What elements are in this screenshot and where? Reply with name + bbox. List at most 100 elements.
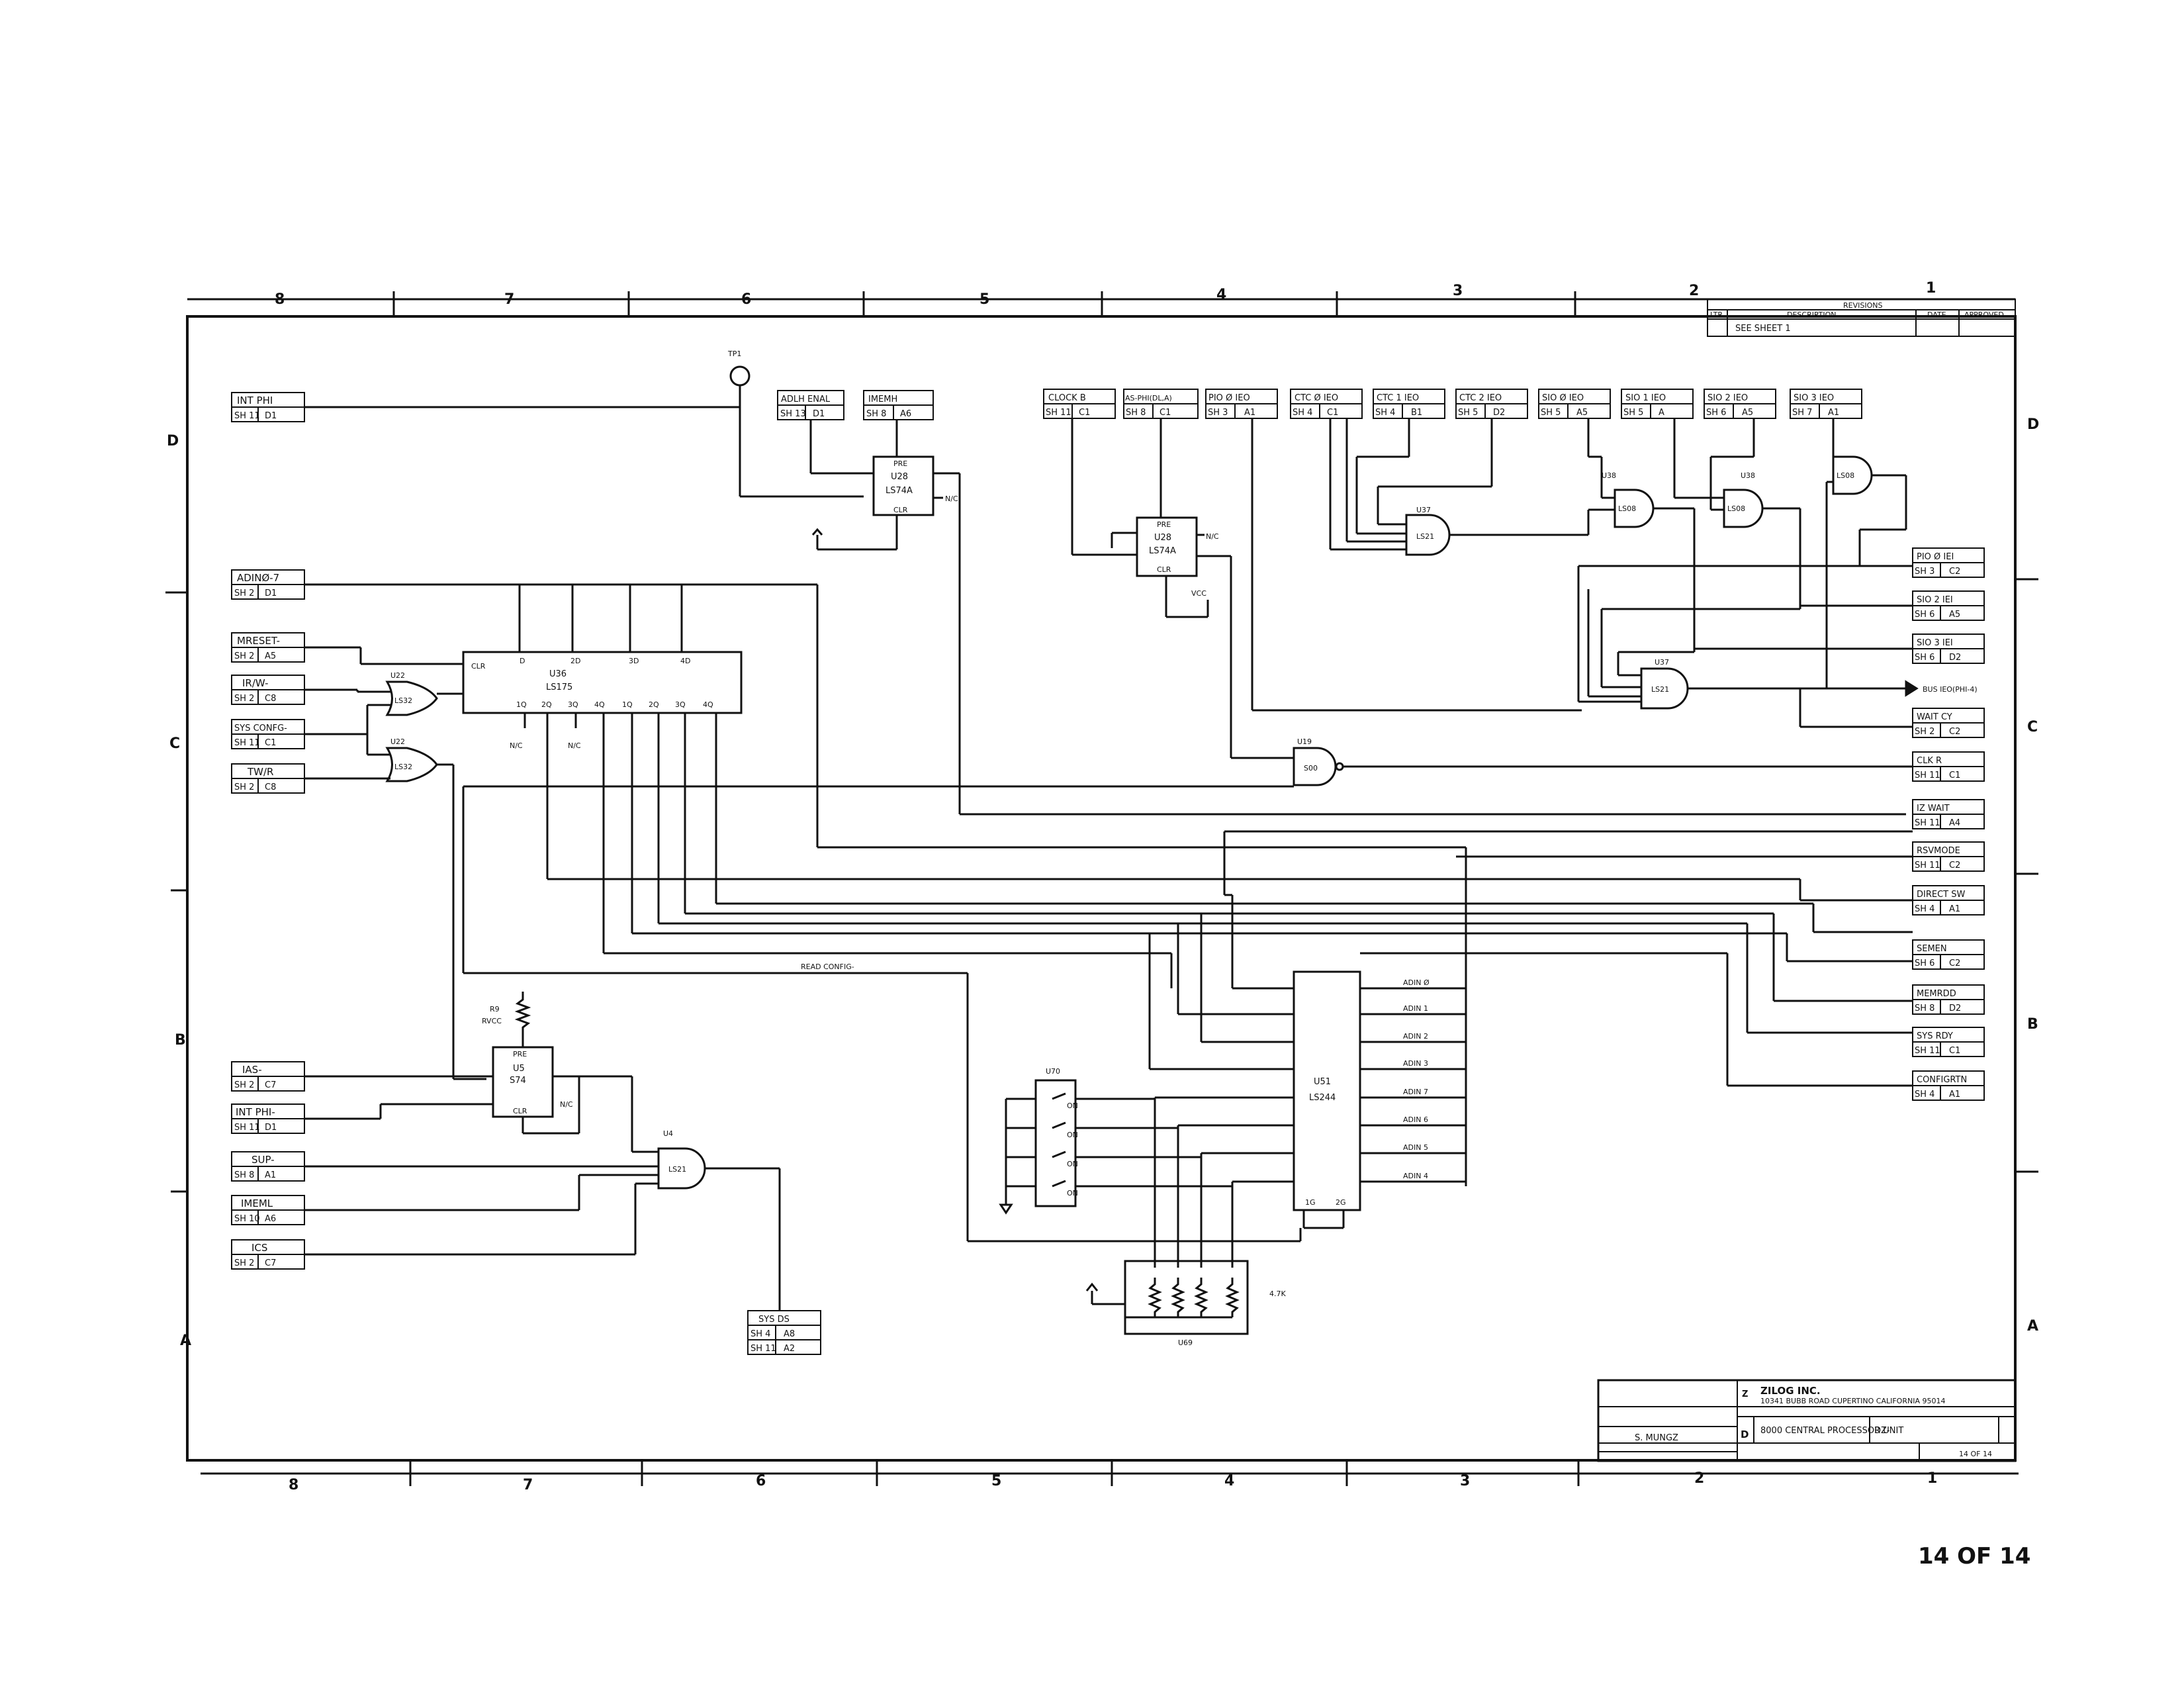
u70-ref: U70 xyxy=(1046,1067,1060,1076)
connector-sheet: SH 6 xyxy=(1915,959,1934,968)
u36-out: 2Q xyxy=(541,700,552,709)
u36-in-d: D xyxy=(520,657,525,665)
connector-sheet: SH 7 xyxy=(1792,408,1812,418)
connector-sheet: SH 8 xyxy=(1915,1004,1934,1013)
u22b-ref: U22 xyxy=(390,737,405,746)
connector-configrtn: CONFIGRTN SH 4 A1 xyxy=(1912,1070,1985,1101)
rev-header-ltr: LTR xyxy=(1710,310,1723,319)
connector-int-phi: INT PHI SH 11 D1 xyxy=(231,392,740,422)
connector-iz-wait: IZ WAIT SH 11 A4 xyxy=(1912,799,1985,829)
rev-entry: SEE SHEET 1 xyxy=(1735,324,1791,334)
u37a-ref: U37 xyxy=(1416,506,1431,514)
connector-zone: C8 xyxy=(265,694,276,704)
u51-buffer: U51 LS244 1G 2G ADIN Ø ADIN 1 ADIN 2 ADI… xyxy=(1148,895,1466,1229)
connector-sheet: SH 2 xyxy=(234,694,254,704)
read-config-net-label: READ CONFIG- xyxy=(801,962,854,971)
sysds-zone: A2 xyxy=(784,1344,795,1354)
connector-sio2-ieo: SIO 2 IEO SH 6 A5 xyxy=(1704,389,1776,419)
connector-signal: SIO 1 IEO xyxy=(1625,393,1666,403)
u36-nc: N/C xyxy=(568,741,581,750)
connector-sheet: SH 6 xyxy=(1915,653,1934,663)
u36-out: 3Q xyxy=(568,700,578,709)
connector-sheet: SH 2 xyxy=(234,651,254,661)
connector-zone: A6 xyxy=(265,1214,276,1224)
connector-signal: SIO 2 IEI xyxy=(1917,595,1953,605)
zone-col-bottom: 7 xyxy=(523,1477,533,1493)
zone-row-right: C xyxy=(2027,719,2038,735)
u38a-and-gate: U38 LS08 xyxy=(1587,418,1696,652)
u38c-type: LS08 xyxy=(1837,471,1854,480)
connector-wait-cy: WAIT CY SH 2 C2 xyxy=(1912,708,1985,738)
connector-sheet: SH 4 xyxy=(1915,904,1934,914)
connector-zone: A1 xyxy=(265,1170,276,1180)
u37a-type: LS21 xyxy=(1416,532,1434,541)
u51-en1: 1G xyxy=(1305,1198,1316,1207)
connector-sheet: SH 4 xyxy=(1293,408,1312,418)
u70-dip-switch: U70 ON ON ON ON xyxy=(999,1067,1234,1268)
connector-zone: C1 xyxy=(1327,408,1338,418)
u36-out: 2Q xyxy=(649,700,659,709)
u70-on: ON xyxy=(1067,1131,1078,1139)
connector-signal: CTC 1 IEO xyxy=(1377,393,1419,403)
connector-sheet: SH 8 xyxy=(1126,408,1146,418)
u28b-vcc: VCC xyxy=(1191,589,1206,598)
connector-sheet: SH 2 xyxy=(234,1080,254,1090)
connector-ir-w: IR/W- SH 2 C8 xyxy=(231,675,305,705)
connector-sheet: SH 5 xyxy=(1623,408,1643,418)
u36-in-3d: 3D xyxy=(629,657,639,665)
sysds-zone: A8 xyxy=(784,1329,795,1339)
connector-signal: RSVMODE xyxy=(1917,846,1960,856)
zone-col-bottom: 8 xyxy=(289,1477,298,1493)
rev-header-desc: DESCRIPTION xyxy=(1787,310,1836,319)
connector-sheet: SH 6 xyxy=(1915,610,1934,620)
connector-signal: SIO Ø IEO xyxy=(1542,393,1584,403)
connector-signal: INT PHI xyxy=(237,395,273,406)
connector-sheet: SH 11 xyxy=(234,411,260,421)
u5-flipflop: PRE U5 S74 CLR N/C R9 RVCC xyxy=(304,992,633,1152)
u38a-ref: U38 xyxy=(1602,471,1616,480)
connector-sheet: SH 2 xyxy=(1915,727,1934,737)
zone-col-top: 5 xyxy=(979,291,989,308)
u36-clr: CLR xyxy=(471,662,486,671)
u28b-pre: PRE xyxy=(1157,520,1171,529)
connector-sheet: SH 10 xyxy=(234,1214,260,1224)
u69-ref: U69 xyxy=(1178,1338,1193,1347)
connector-direct-sw: DIRECT SW SH 4 A1 xyxy=(1912,885,1985,915)
connector-signal: INT PHI- xyxy=(236,1106,275,1118)
u5-ref: U5 xyxy=(513,1064,525,1074)
u36-type: LS175 xyxy=(546,682,572,692)
connector-sheet: SH 11 xyxy=(1915,771,1940,780)
u36-ref: U36 xyxy=(549,669,567,679)
connector-tw-r: TW/R SH 2 C8 xyxy=(231,763,305,794)
connector-zone: C1 xyxy=(1949,771,1960,780)
connector-zone: A5 xyxy=(1576,408,1588,418)
connector-sheet: SH 11 xyxy=(1915,1046,1940,1056)
u28b-type: LS74A xyxy=(1149,546,1176,556)
connector-signal: IZ WAIT xyxy=(1917,804,1950,814)
connector-sheet: SH 2 xyxy=(234,1258,254,1268)
u36-in-4d: 4D xyxy=(680,657,690,665)
connector-signal: IMEMH xyxy=(868,395,897,404)
u38c-and-gate: LS08 xyxy=(1577,418,1913,702)
connector-sheet: SH 3 xyxy=(1915,567,1934,577)
connector-signal: AS-PHI(DL,A) xyxy=(1125,394,1172,402)
u22a-ref: U22 xyxy=(390,671,405,680)
u22a-type: LS32 xyxy=(394,696,412,705)
connector-signal: CTC Ø IEO xyxy=(1295,393,1338,403)
zone-col-bottom: 6 xyxy=(756,1473,766,1489)
connector-zone: C2 xyxy=(1949,861,1960,870)
connector-sys-rdy: SYS RDY SH 11 C1 xyxy=(1912,1027,1985,1057)
u4-ref: U4 xyxy=(663,1129,673,1138)
connector-sio1-ieo: SIO 1 IEO SH 5 A xyxy=(1621,389,1694,419)
zone-col-bottom: 2 xyxy=(1694,1470,1704,1487)
u51-en2: 2G xyxy=(1336,1198,1346,1207)
adin-line-label: ADIN 7 xyxy=(1403,1088,1428,1096)
u69-value: 4.7K xyxy=(1269,1289,1286,1298)
connector-zone: A5 xyxy=(1742,408,1753,418)
top-input-connectors: ADLH ENAL SH 13 D1 IMEMH SH 8 A6 CLOCK B… xyxy=(777,389,1862,420)
right-output-connectors: PIO Ø IEI SH 3 C2 SIO 2 IEI SH 6 A5 SIO … xyxy=(1223,547,1985,1101)
connector-memrdd: MEMRDD SH 8 D2 xyxy=(1912,984,1985,1015)
u5-clr: CLR xyxy=(513,1107,527,1115)
connector-zone: D2 xyxy=(1949,1004,1961,1013)
zilog-logo-icon: Z xyxy=(1742,1389,1748,1399)
